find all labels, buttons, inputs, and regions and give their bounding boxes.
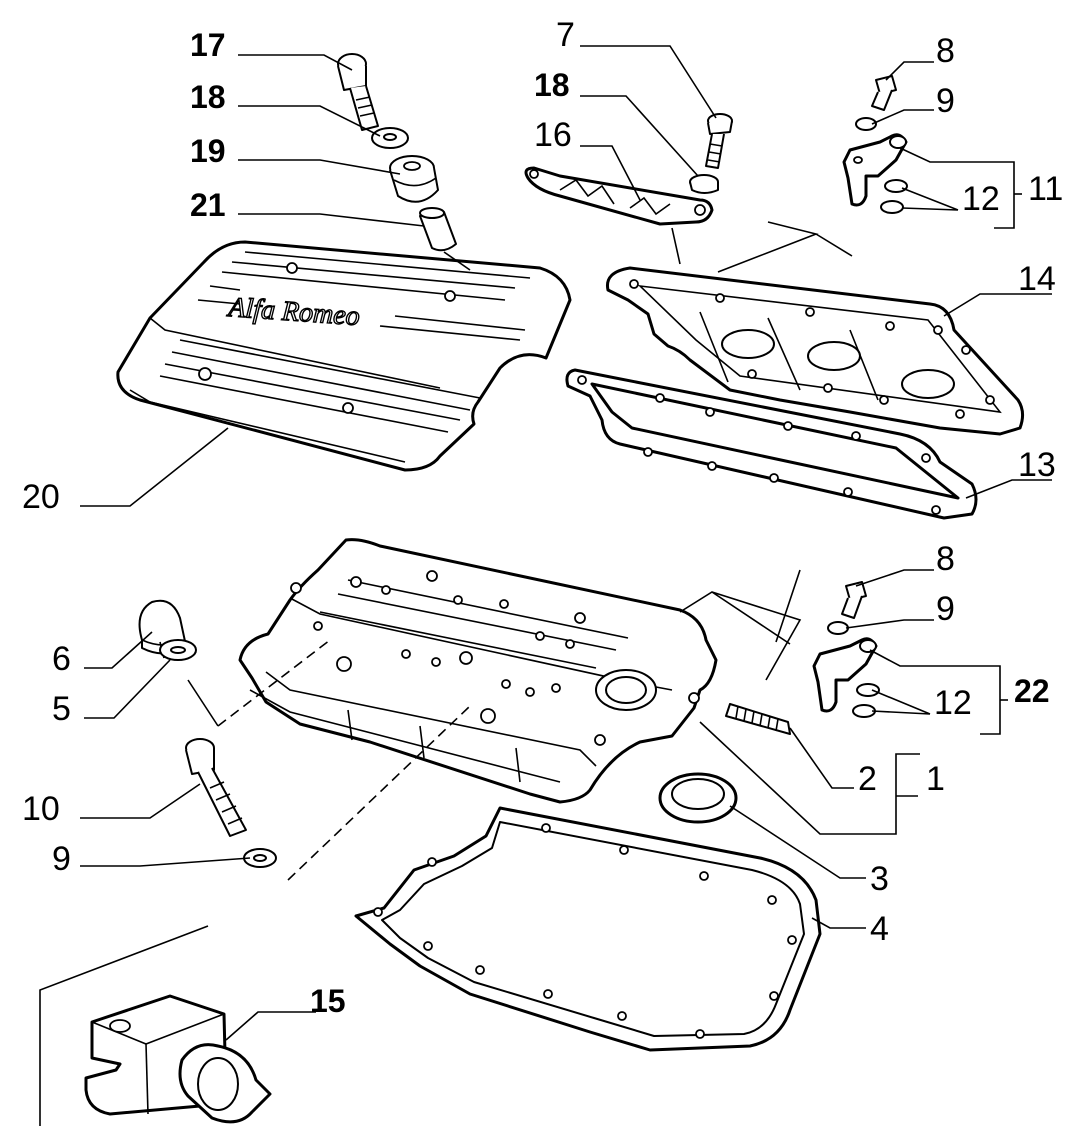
callout-12-top: 12 [962, 180, 1000, 218]
bolt-part-17 [337, 53, 379, 131]
callout-9-left: 9 [52, 840, 71, 878]
washer-part-5 [159, 639, 197, 661]
spacer-part-21 [419, 207, 457, 252]
callout-18-mid: 18 [534, 67, 570, 103]
nut-part-18-mid [689, 174, 719, 194]
callout-9-mid: 9 [936, 590, 955, 628]
callout-18-left: 18 [190, 79, 226, 115]
callout-labels: 17 18 19 21 20 7 18 16 8 9 11 12 14 13 8… [22, 16, 1063, 1019]
callout-13: 13 [1018, 446, 1056, 484]
cylinder-head-cover-part-1 [238, 538, 718, 804]
callout-19: 19 [190, 133, 226, 169]
callout-15: 15 [310, 983, 346, 1019]
fitting-part-22 [812, 637, 878, 713]
callout-11: 11 [1028, 170, 1063, 208]
gasket-part-4 [354, 806, 822, 1052]
callout-6: 6 [52, 640, 71, 678]
bolt-part-7 [705, 113, 733, 169]
callout-9-top: 9 [936, 82, 955, 120]
washer-part-9-top [855, 117, 877, 131]
stud-part-2 [725, 703, 791, 735]
callout-22: 22 [1014, 673, 1050, 709]
grommet-part-19 [389, 155, 439, 203]
callout-4: 4 [870, 910, 889, 948]
callout-16: 16 [534, 116, 572, 154]
callout-5: 5 [52, 690, 71, 728]
leader-lines [39, 45, 1052, 1126]
callout-12-bottom: 12 [934, 684, 972, 722]
bracket-part-16 [524, 166, 714, 226]
callout-14: 14 [1018, 260, 1056, 298]
callout-21: 21 [190, 187, 226, 223]
callout-17: 17 [190, 27, 226, 63]
bolt-part-10 [185, 738, 247, 837]
washer-part-9-mid [827, 621, 849, 635]
washer-part-18-left [371, 127, 409, 149]
clip-part-15 [84, 994, 272, 1124]
fitting-part-11-top [842, 133, 908, 207]
washer-part-9-left [243, 848, 277, 868]
callout-3: 3 [870, 860, 889, 898]
callout-8-bottom: 8 [936, 540, 955, 578]
callout-20: 20 [22, 478, 60, 516]
bolt-part-8-top [871, 75, 897, 111]
cover-part-14 [605, 266, 1025, 436]
dashed-alignment-lines [217, 639, 471, 881]
o-rings-part-12-top [880, 179, 908, 214]
callout-7: 7 [556, 16, 575, 54]
gasket-part-13 [565, 368, 978, 520]
callout-8-top: 8 [936, 32, 955, 70]
o-rings-part-12-bottom [852, 683, 880, 718]
seal-ring-part-3 [658, 772, 738, 824]
callout-2: 2 [858, 760, 877, 798]
cover-part-20: Alfa Romeo [116, 240, 572, 472]
callout-1: 1 [926, 760, 945, 798]
bolt-part-8-bottom [841, 581, 867, 619]
callout-10: 10 [22, 790, 60, 828]
